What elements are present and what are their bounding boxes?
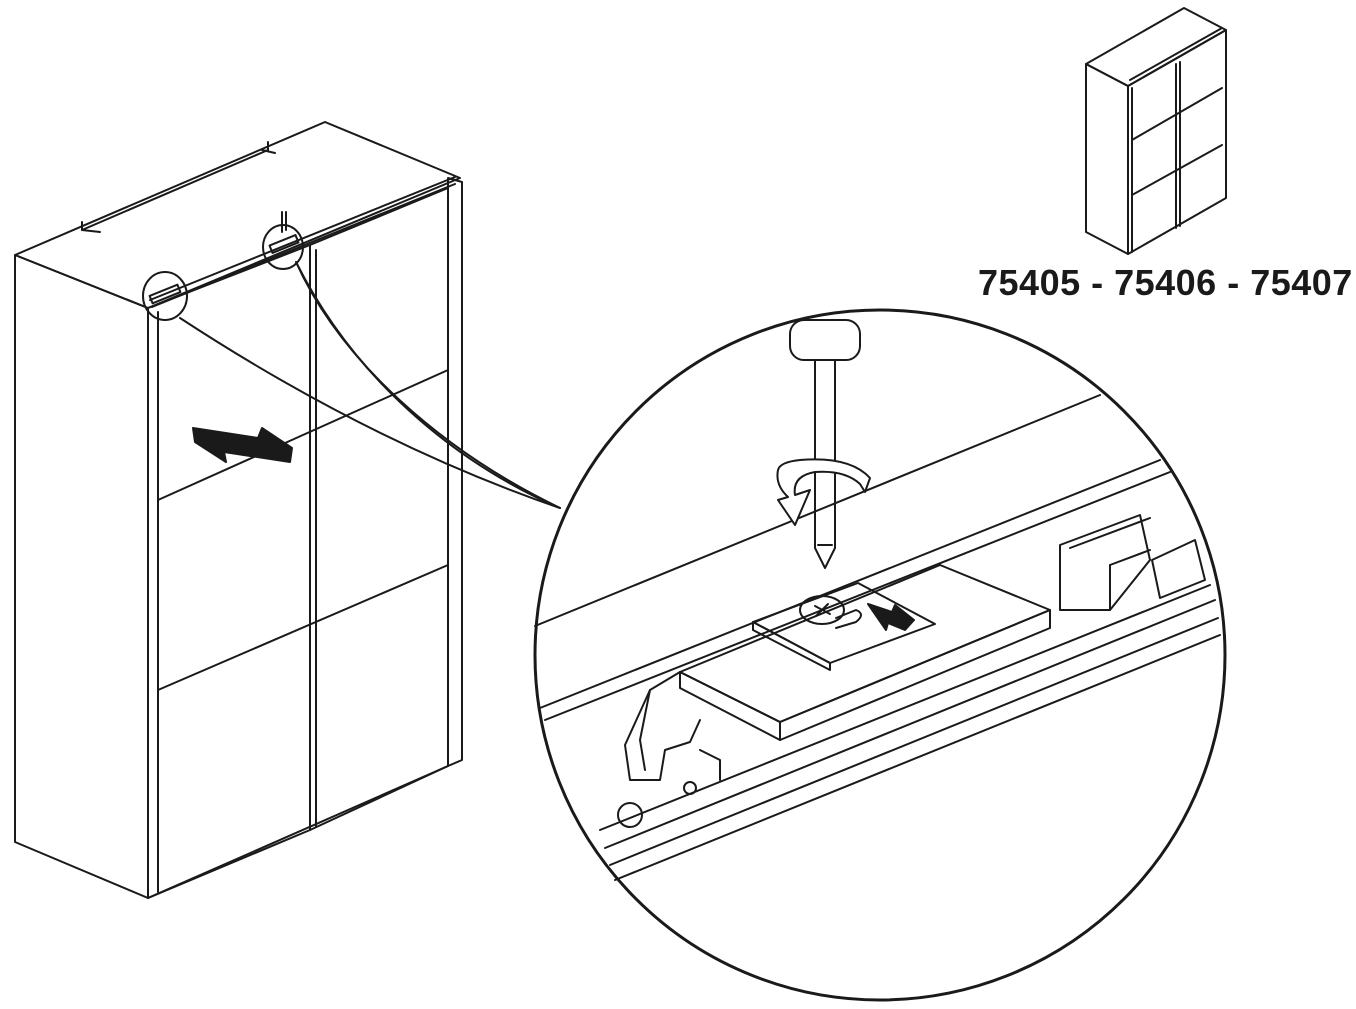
wardrobe-door-right [309,187,449,831]
callout-leader-1 [179,317,561,509]
callout-leader-2 [295,261,561,509]
wardrobe-top [14,121,461,309]
wardrobe-door-left [147,244,311,899]
rotation-arrow-icon [776,458,871,526]
wardrobe-thumbnail-icon [1085,7,1227,255]
wardrobe-main [14,121,561,899]
screw-icon [799,595,862,629]
magnifier-circle [533,308,1227,1002]
model-codes: 75405 - 75406 - 75407 [978,262,1353,303]
wardrobe-left-side [14,254,149,899]
slide-arrow-on-plate [867,603,915,631]
slide-direction-arrow-icon [192,427,293,463]
screwdriver-icon [789,319,861,569]
magnified-detail [533,308,1227,1002]
callout-leader-3 [295,261,561,509]
detail-circle-right [262,224,304,270]
detail-circle-left [142,271,188,321]
wardrobe-right-side [447,177,463,767]
